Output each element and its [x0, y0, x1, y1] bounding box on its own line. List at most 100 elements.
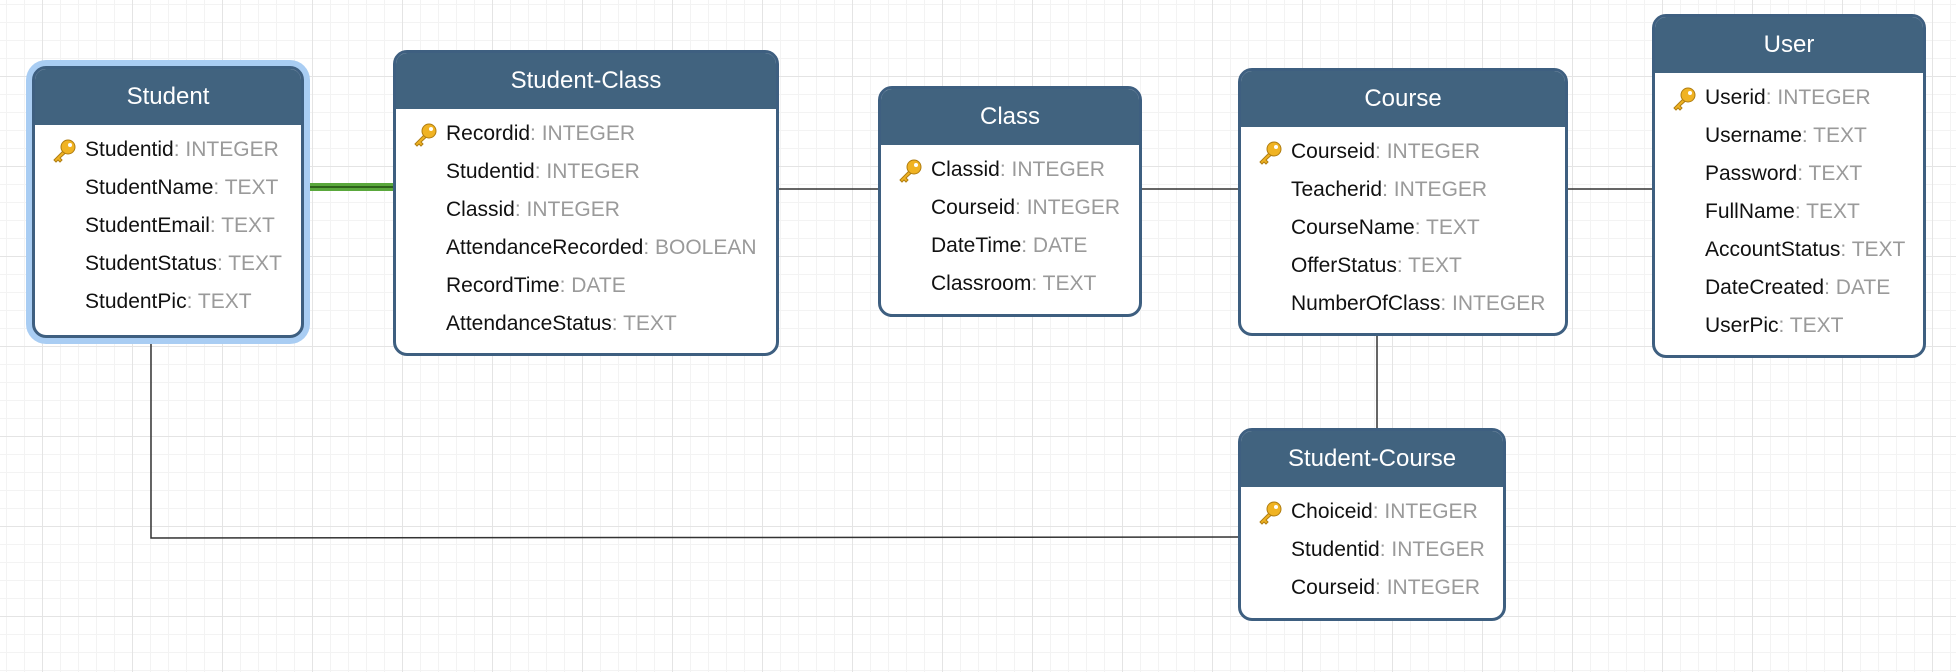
- field-name: Classroom: [931, 272, 1032, 295]
- field-row[interactable]: Courseid: INTEGER: [1241, 569, 1503, 607]
- table-header[interactable]: Student-Class: [396, 53, 776, 109]
- table-header[interactable]: Student-Course: [1241, 431, 1503, 487]
- key-icon: [414, 123, 437, 147]
- table-header[interactable]: Student: [35, 69, 301, 125]
- field-name: AccountStatus: [1705, 238, 1841, 261]
- field-row[interactable]: Studentid: INTEGER: [396, 153, 776, 191]
- field-type: : TEXT: [1794, 200, 1860, 223]
- primary-key-field[interactable]: Userid: INTEGER: [1655, 79, 1923, 117]
- field-type: : INTEGER: [1382, 178, 1488, 201]
- field-row[interactable]: AttendanceRecorded: BOOLEAN: [396, 229, 776, 267]
- field-name: Studentid: [1291, 538, 1380, 561]
- field-type: : INTEGER: [514, 198, 620, 221]
- field-name: Classid: [446, 198, 515, 221]
- primary-key-field[interactable]: Recordid: INTEGER: [396, 115, 776, 153]
- field-row[interactable]: Teacherid: INTEGER: [1241, 171, 1565, 209]
- field-row[interactable]: Classid: INTEGER: [396, 191, 776, 229]
- field-name: Teacherid: [1291, 178, 1383, 201]
- field-type: : INTEGER: [1379, 538, 1485, 561]
- table-title: User: [1763, 31, 1815, 58]
- field-row[interactable]: StudentName: TEXT: [35, 169, 301, 207]
- field-row[interactable]: NumberOfClass: INTEGER: [1241, 285, 1565, 323]
- field-type: : TEXT: [216, 252, 282, 275]
- field-type: : TEXT: [1778, 314, 1844, 337]
- field-row[interactable]: StudentPic: TEXT: [35, 283, 301, 321]
- field-row[interactable]: DateTime: DATE: [881, 227, 1139, 265]
- field-type: : TEXT: [1396, 254, 1462, 277]
- primary-key-field[interactable]: Choiceid: INTEGER: [1241, 493, 1503, 531]
- field-name: Courseid: [1291, 140, 1376, 163]
- field-type: : INTEGER: [530, 122, 636, 145]
- field-row[interactable]: Courseid: INTEGER: [881, 189, 1139, 227]
- field-row[interactable]: RecordTime: DATE: [396, 267, 776, 305]
- field-type: : INTEGER: [1375, 576, 1481, 599]
- field-row[interactable]: StudentStatus: TEXT: [35, 245, 301, 283]
- table-title: Class: [979, 103, 1040, 130]
- key-icon: [1259, 141, 1282, 165]
- field-type: : TEXT: [1797, 162, 1863, 185]
- field-name: Choiceid: [1291, 500, 1373, 523]
- primary-key-field[interactable]: Classid: INTEGER: [881, 151, 1139, 189]
- field-row[interactable]: StudentEmail: TEXT: [35, 207, 301, 245]
- table-header[interactable]: Class: [881, 89, 1139, 145]
- field-name: NumberOfClass: [1291, 292, 1441, 315]
- field-name: DateCreated: [1705, 276, 1825, 299]
- field-type: : INTEGER: [1375, 140, 1481, 163]
- field-row[interactable]: Classroom: TEXT: [881, 265, 1139, 303]
- field-type: : INTEGER: [173, 138, 279, 161]
- field-name: AttendanceStatus: [446, 312, 612, 335]
- field-row[interactable]: Password: TEXT: [1655, 155, 1923, 193]
- field-row[interactable]: UserPic: TEXT: [1655, 307, 1923, 345]
- edge-student-studentcourse[interactable]: [150, 338, 1241, 539]
- field-row[interactable]: Username: TEXT: [1655, 117, 1923, 155]
- field-name: OfferStatus: [1291, 254, 1397, 277]
- field-name: Studentid: [446, 160, 535, 183]
- table-title: Student-Course: [1287, 445, 1457, 472]
- key-icon: [53, 139, 76, 163]
- field-row[interactable]: AttendanceStatus: TEXT: [396, 305, 776, 343]
- field-type: : TEXT: [1414, 216, 1480, 239]
- field-type: : TEXT: [209, 214, 275, 237]
- field-row[interactable]: DateCreated: DATE: [1655, 269, 1923, 307]
- field-name: Courseid: [1291, 576, 1376, 599]
- field-type: : TEXT: [611, 312, 677, 335]
- key-icon: [1259, 501, 1282, 525]
- field-type: : DATE: [559, 274, 626, 297]
- field-row[interactable]: AccountStatus: TEXT: [1655, 231, 1923, 269]
- field-name: Username: [1705, 124, 1802, 147]
- field-row[interactable]: FullName: TEXT: [1655, 193, 1923, 231]
- table-title: Student: [126, 83, 210, 110]
- table-header[interactable]: Course: [1241, 71, 1565, 127]
- field-name: RecordTime: [446, 274, 560, 297]
- field-type: : INTEGER: [534, 160, 640, 183]
- field-type: : TEXT: [1801, 124, 1867, 147]
- primary-key-field[interactable]: Courseid: INTEGER: [1241, 133, 1565, 171]
- table-header[interactable]: User: [1655, 17, 1923, 73]
- field-type: : INTEGER: [1015, 196, 1121, 219]
- field-name: StudentEmail: [85, 214, 210, 237]
- field-name: CourseName: [1291, 216, 1415, 239]
- field-row[interactable]: CourseName: TEXT: [1241, 209, 1565, 247]
- key-icon: [1673, 87, 1696, 111]
- field-type: : INTEGER: [1765, 86, 1871, 109]
- field-name: Userid: [1705, 86, 1766, 109]
- field-name: StudentStatus: [85, 252, 217, 275]
- field-name: Recordid: [446, 122, 531, 145]
- table-title: Student-Class: [510, 67, 662, 94]
- field-type: : INTEGER: [1372, 500, 1478, 523]
- field-row[interactable]: Studentid: INTEGER: [1241, 531, 1503, 569]
- field-name: FullName: [1705, 200, 1795, 223]
- primary-key-field[interactable]: Studentid: INTEGER: [35, 131, 301, 169]
- field-row[interactable]: OfferStatus: TEXT: [1241, 247, 1565, 285]
